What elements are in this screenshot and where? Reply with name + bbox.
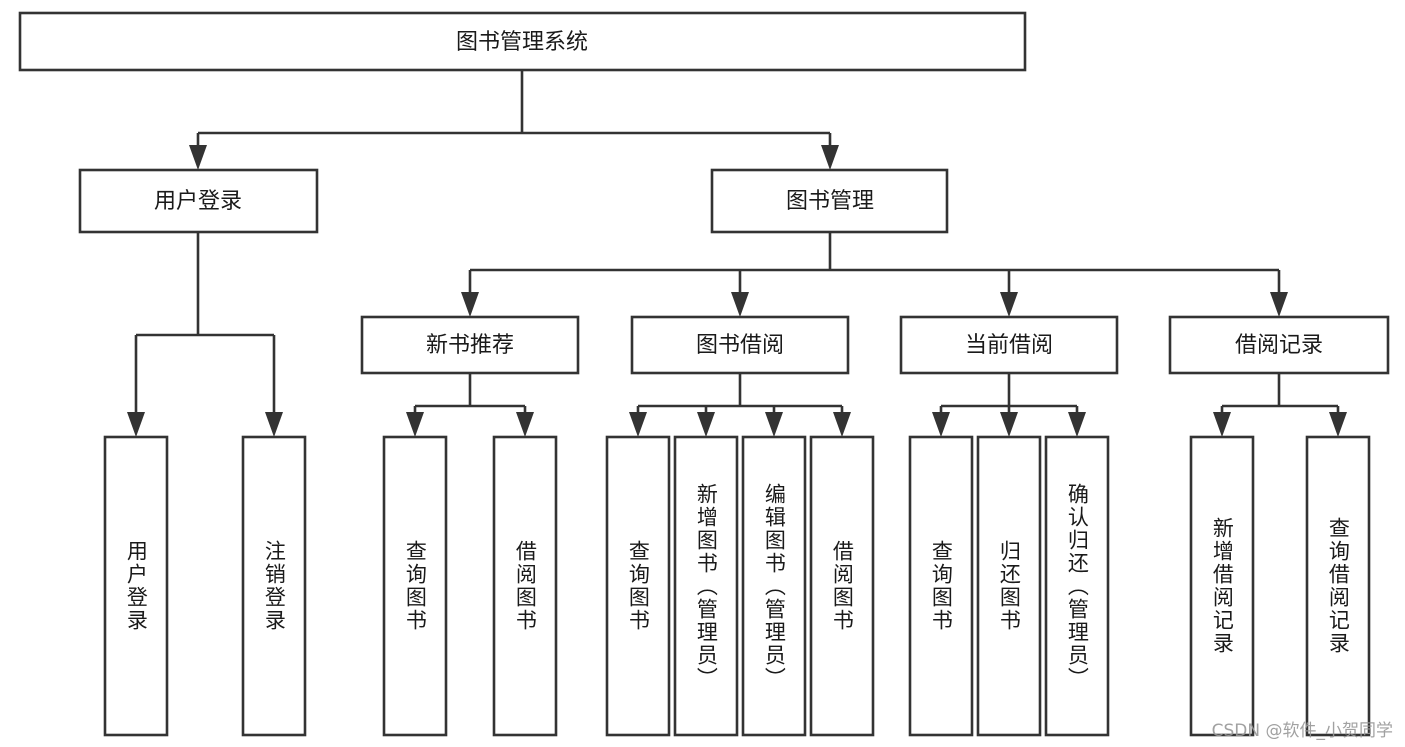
leaf-box-bookborrow-query[interactable]	[605, 435, 671, 737]
node-book-borrow-box[interactable]	[630, 315, 850, 375]
connector-group-currentborrow-to-leaves	[932, 373, 1086, 437]
arrowhead-c2	[1000, 412, 1018, 437]
node-borrow-record-label: 借阅记录	[1235, 333, 1323, 358]
node-new-book-recommend-box[interactable]	[360, 315, 580, 375]
leaf-box-currentborrow-query[interactable]	[908, 435, 974, 737]
arrowhead-l3-4	[1270, 292, 1288, 317]
connector-group-newbook-to-leaves	[406, 373, 534, 437]
node-root-label: 图书管理系统	[456, 30, 588, 55]
arrowhead-b4	[833, 412, 851, 437]
connector-group-userlogin-to-leaves	[127, 232, 283, 437]
leaf-box-user-login-logout[interactable]	[241, 435, 307, 737]
node-user-login-box[interactable]	[78, 168, 319, 234]
node-book-borrow[interactable]: 图书借阅	[630, 315, 850, 375]
arrowhead-r1	[1213, 412, 1231, 437]
node-new-book-recommend[interactable]: 新书推荐	[360, 315, 580, 375]
arrowhead-c3	[1068, 412, 1086, 437]
arrowhead-c1	[932, 412, 950, 437]
arrowhead-l3-2	[731, 292, 749, 317]
node-user-login-label: 用户登录	[154, 189, 242, 214]
leaf-box-record-add[interactable]	[1189, 435, 1255, 737]
node-current-borrow[interactable]: 当前借阅	[899, 315, 1119, 375]
arrowhead-user-login	[189, 145, 207, 170]
leaf-box-bookborrow-add[interactable]	[673, 435, 739, 737]
arrowhead-b3	[765, 412, 783, 437]
leaf-box-newbook-borrow[interactable]	[492, 435, 558, 737]
arrowhead-book-manage	[821, 145, 839, 170]
node-current-borrow-label: 当前借阅	[965, 333, 1053, 358]
arrowhead-u1	[127, 412, 145, 437]
node-book-manage-box[interactable]	[710, 168, 949, 234]
arrowhead-b2	[697, 412, 715, 437]
arrowhead-l3-1	[461, 292, 479, 317]
leaf-box-currentborrow-confirm[interactable]	[1044, 435, 1110, 737]
node-root[interactable]: 图书管理系统	[18, 11, 1027, 72]
node-root-box[interactable]	[18, 11, 1027, 72]
leaf-boxes	[103, 435, 1371, 737]
node-current-borrow-box[interactable]	[899, 315, 1119, 375]
arrowhead-l3-3	[1000, 292, 1018, 317]
node-borrow-record[interactable]: 借阅记录	[1168, 315, 1390, 375]
connector-group-root-to-level2	[189, 70, 839, 170]
arrowhead-r2	[1329, 412, 1347, 437]
node-book-manage-label: 图书管理	[786, 189, 874, 214]
node-user-login[interactable]: 用户登录	[78, 168, 319, 234]
node-borrow-record-box[interactable]	[1168, 315, 1390, 375]
leaf-box-user-login-login[interactable]	[103, 435, 169, 737]
arrowhead-u2	[265, 412, 283, 437]
leaf-box-currentborrow-return[interactable]	[976, 435, 1042, 737]
leaf-box-record-query[interactable]	[1305, 435, 1371, 737]
connector-group-bookmanage-to-level3	[461, 232, 1288, 317]
connector-group-bookborrow-to-leaves	[629, 373, 851, 437]
node-book-borrow-label: 图书借阅	[696, 333, 784, 358]
leaf-box-bookborrow-borrow[interactable]	[809, 435, 875, 737]
node-book-manage[interactable]: 图书管理	[710, 168, 949, 234]
arrowhead-n2	[516, 412, 534, 437]
leaf-box-bookborrow-edit[interactable]	[741, 435, 807, 737]
arrowhead-b1	[629, 412, 647, 437]
connector-group-borrowrecord-to-leaves	[1213, 373, 1347, 437]
arrowhead-n1	[406, 412, 424, 437]
leaf-box-newbook-query[interactable]	[382, 435, 448, 737]
node-new-book-recommend-label: 新书推荐	[426, 333, 514, 358]
